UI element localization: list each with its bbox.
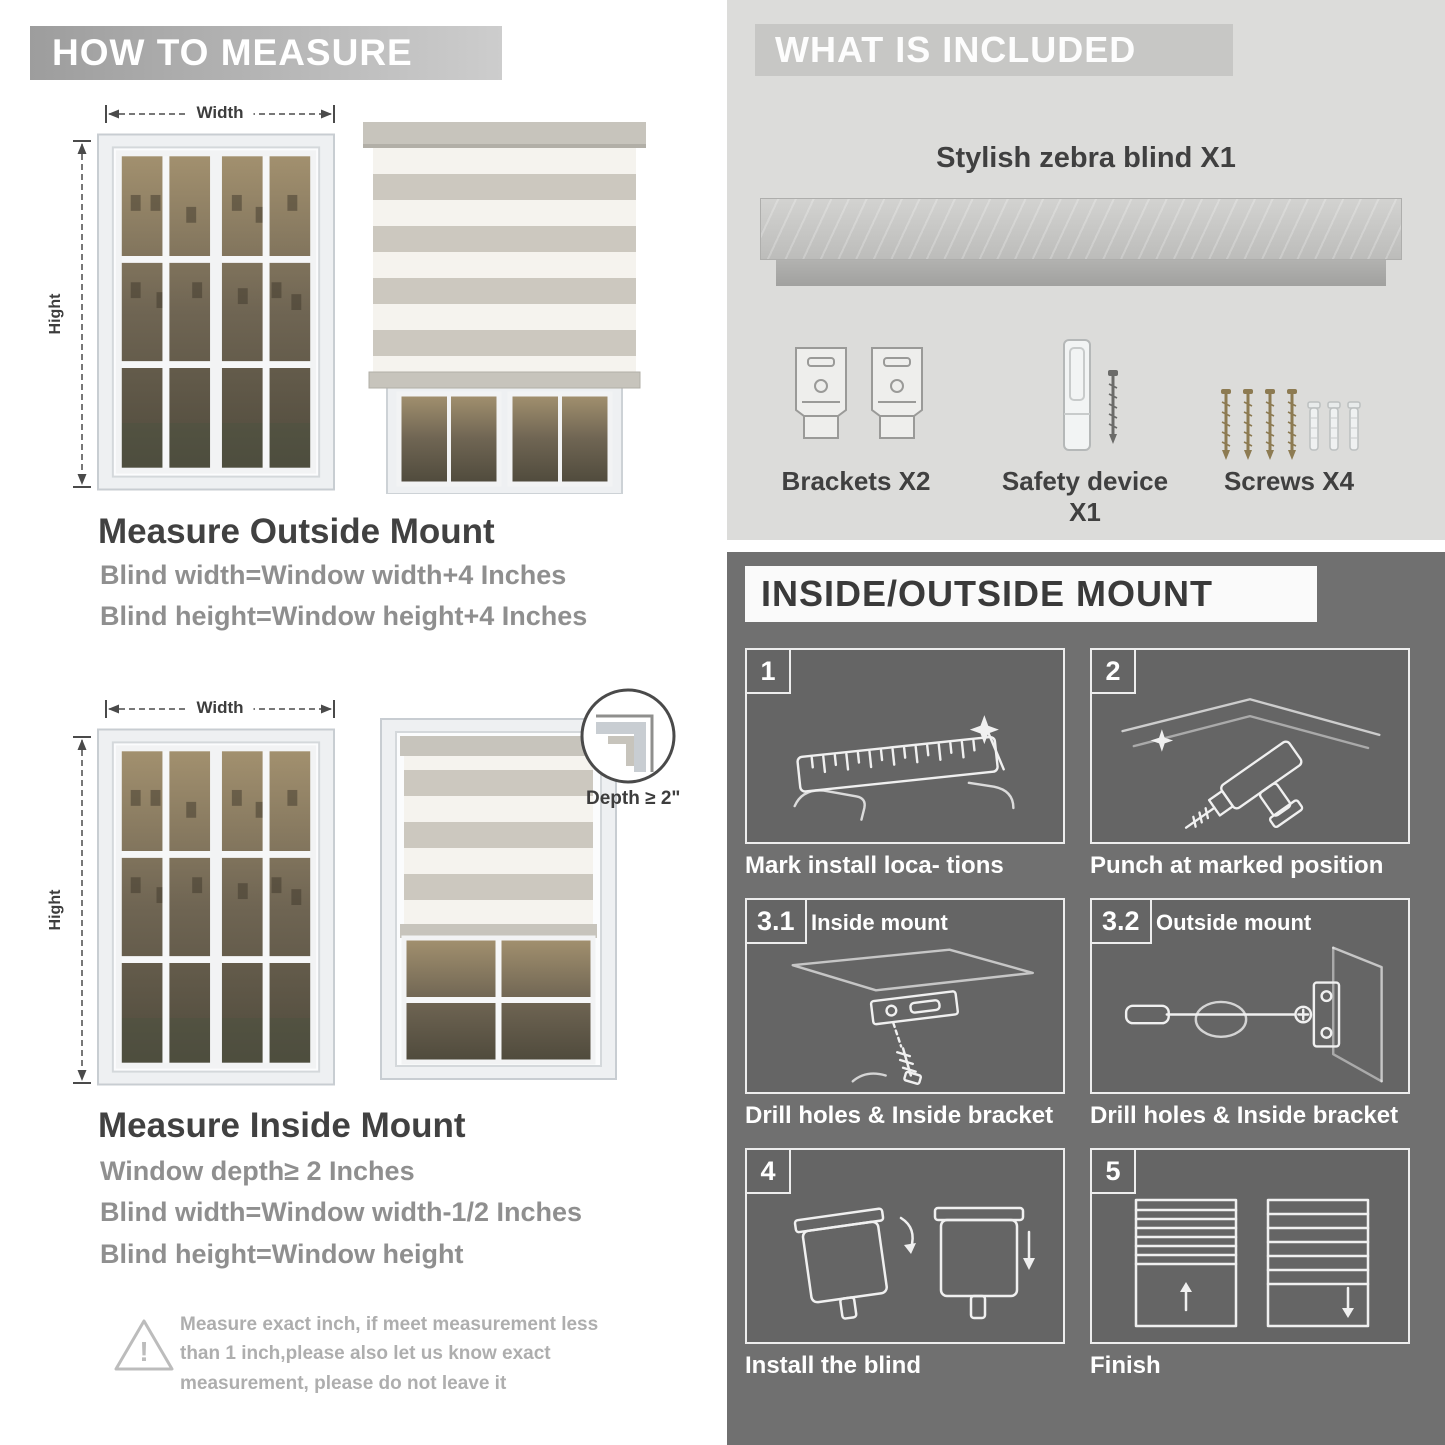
screws-label: Screws X4 (1223, 466, 1355, 496)
step-caption-4: Install the blind (745, 1352, 922, 1379)
step-panel-3-2: 3.2 Outside mount (1090, 898, 1410, 1094)
inside-bracket-illustration (791, 948, 1034, 1085)
step-panel-2: 2 (1090, 648, 1410, 844)
width-dimension-label: Width (186, 103, 254, 123)
step-panel-1: 1 (745, 648, 1065, 844)
outside-bracket-illustration (1124, 946, 1383, 1083)
install-blind-illustration (793, 1206, 1035, 1320)
inside-mount-line-2: Blind width=Window width-1/2 Inches (100, 1197, 583, 1227)
screws-icon (1219, 388, 1299, 462)
zebra-blind-headrail-illustration (760, 198, 1402, 260)
step-number: 3.2 (1092, 900, 1152, 944)
product-title: Stylish zebra blind X1 (936, 142, 1236, 174)
measure-note: Measure exact inch, if meet measurement … (180, 1314, 599, 1394)
mount-instructions-section: INSIDE/OUTSIDE MOUNT 1 (727, 552, 1445, 1445)
step-caption-2: Punch at marked position (1090, 852, 1384, 879)
warning-exclamation: ! (139, 1336, 148, 1367)
depth-callout-label: Depth ≥ 2" (586, 788, 681, 809)
window-illustration-inside (97, 728, 335, 1086)
drill-illustration (1121, 698, 1381, 829)
height-dimension-arrow (72, 736, 92, 1084)
inside-mount-line-3: Blind height=Window height (100, 1239, 464, 1269)
outside-mount-line-1: Blind width=Window width+4 Inches (100, 560, 567, 590)
how-to-measure-banner: HOW TO MEASURE (30, 26, 502, 80)
width-dimension-label: Width (186, 698, 254, 718)
height-dimension-label: Hight (47, 889, 64, 931)
outside-mount-line-2: Blind height=Window height+4 Inches (100, 601, 588, 631)
brackets-label: Brackets X2 (781, 466, 931, 496)
height-dimension-label: Hight (47, 293, 64, 335)
step-panel-3-1: 3.1 Inside mount (745, 898, 1065, 1094)
anchors-icon (1307, 401, 1361, 451)
step-title: Inside mount (811, 910, 948, 935)
step-number: 2 (1092, 650, 1136, 694)
what-is-included-section: WHAT IS INCLUDED Stylish zebra blind X1 (727, 0, 1445, 540)
step-number: 4 (747, 1150, 791, 1194)
bracket-icon (788, 342, 854, 446)
step-panel-4: 4 (745, 1148, 1065, 1344)
bracket-icon (864, 342, 930, 446)
step-caption-5: Finish (1090, 1352, 1161, 1379)
step-panel-5: 5 (1090, 1148, 1410, 1344)
inside-mount-title: Measure Inside Mount (98, 1106, 466, 1145)
step-title: Outside mount (1156, 910, 1312, 935)
height-dimension-arrow (72, 140, 92, 488)
step-number: 5 (1092, 1150, 1136, 1194)
step-caption-1: Mark install loca- tions (745, 852, 1004, 879)
warning-icon: ! (114, 1319, 174, 1371)
what-is-included-banner: WHAT IS INCLUDED (755, 24, 1233, 76)
outside-mount-blind-illustration (363, 122, 646, 494)
mark-location-illustration (793, 715, 1015, 821)
depth-zoom-circle (580, 688, 676, 784)
safety-screw-icon (1108, 370, 1118, 444)
outside-mount-title: Measure Outside Mount (98, 512, 495, 551)
step-caption-3-1: Drill holes & Inside bracket (745, 1102, 1054, 1129)
inside-mount-line-1: Window depth≥ 2 Inches (100, 1156, 415, 1186)
step-number: 1 (747, 650, 791, 694)
zebra-blind-bottomrail-illustration (776, 260, 1386, 286)
step-caption-3-2: Drill holes & Inside bracket (1090, 1102, 1399, 1129)
step-number: 3.1 (747, 900, 807, 944)
mount-banner: INSIDE/OUTSIDE MOUNT (745, 566, 1317, 622)
safety-device-icon (1063, 339, 1091, 451)
safety-device-label: Safety device X1 (1001, 466, 1169, 527)
finish-blinds-illustration (1134, 1198, 1370, 1328)
window-illustration-outside (97, 133, 335, 491)
